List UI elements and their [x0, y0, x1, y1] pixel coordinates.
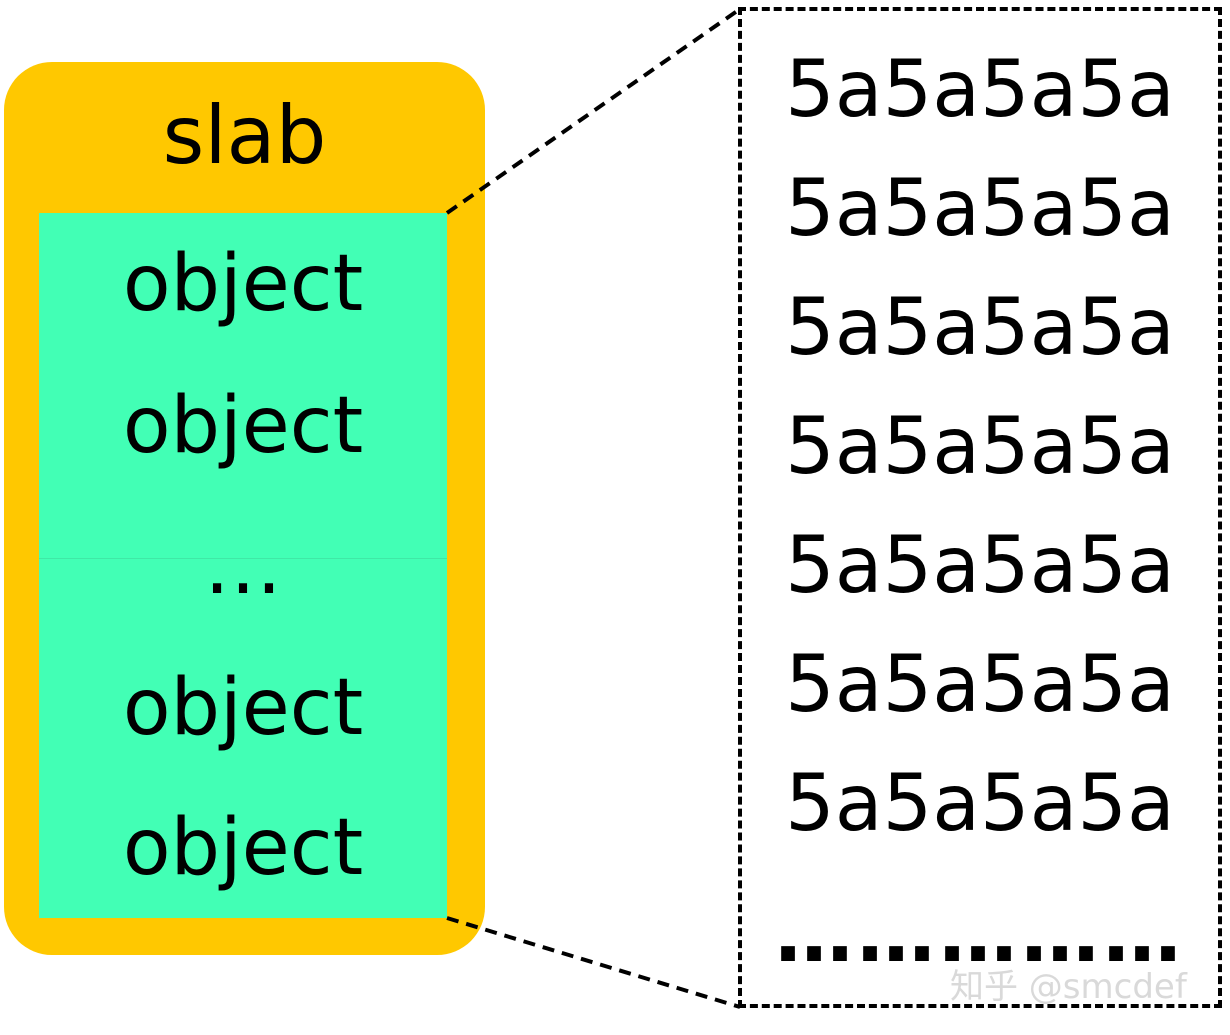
slab-label: slab — [162, 89, 327, 182]
object-ellipsis: … — [204, 522, 282, 612]
memory-row-4: 5a5a5a5a — [785, 402, 1175, 492]
memory-row-2: 5a5a5a5a — [785, 164, 1175, 254]
object-item-4: object — [122, 803, 364, 893]
memory-row-5: 5a5a5a5a — [785, 521, 1175, 611]
object-list: object object … object object — [39, 213, 447, 918]
memory-ellipsis: …………… — [775, 890, 1185, 980]
object-memory-box — [738, 7, 1222, 1008]
memory-row-6: 5a5a5a5a — [785, 640, 1175, 730]
object-item-2: object — [122, 381, 364, 471]
object-item-1: object — [122, 239, 364, 329]
memory-row-3: 5a5a5a5a — [785, 283, 1175, 373]
zoom-line-bottom — [446, 916, 741, 1009]
memory-row-7: 5a5a5a5a — [785, 759, 1175, 849]
watermark: 知乎 @smcdef — [950, 967, 1187, 1007]
zoom-line-top — [445, 7, 742, 215]
memory-row-1: 5a5a5a5a — [785, 45, 1175, 135]
object-item-3: object — [122, 663, 364, 753]
object-divider — [39, 558, 447, 559]
